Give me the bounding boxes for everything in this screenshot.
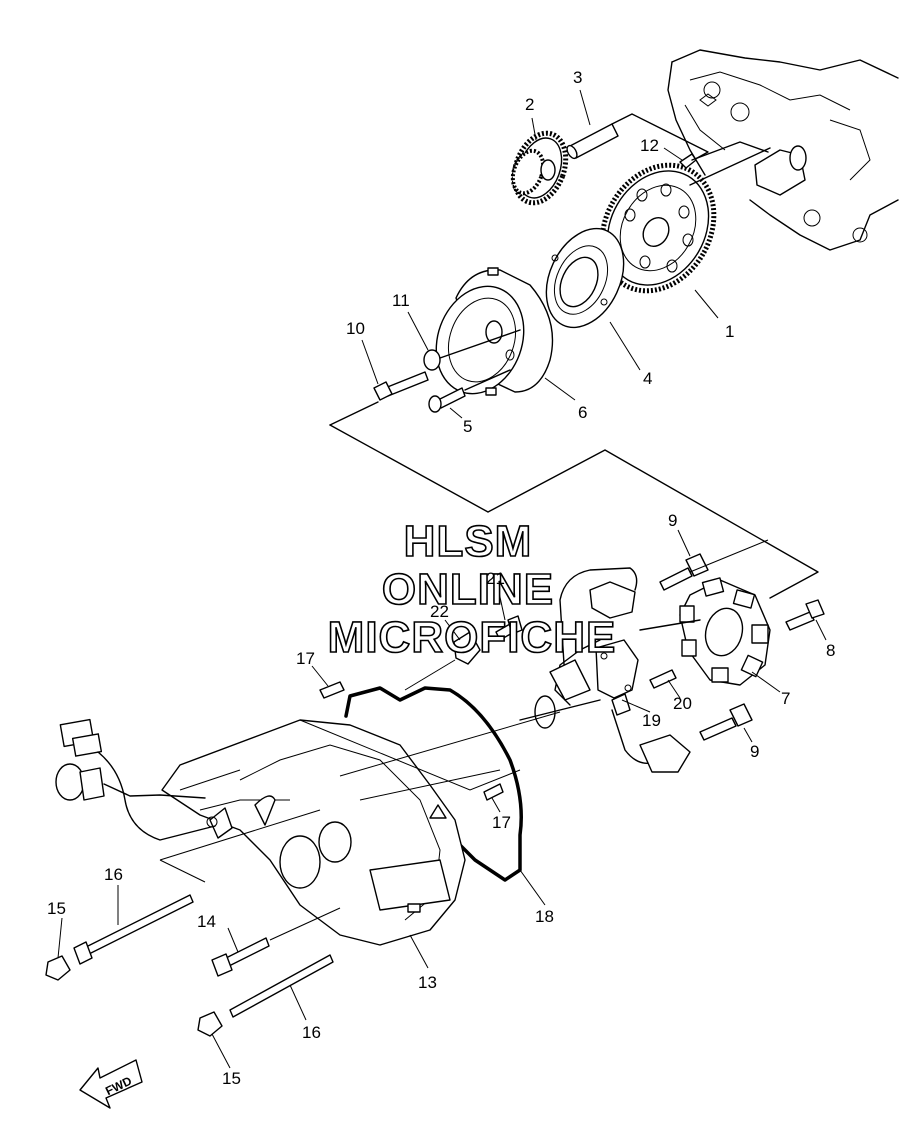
assembly-bracket-line bbox=[329, 424, 819, 599]
callout-1: 1 bbox=[725, 322, 734, 341]
wire-harness bbox=[55, 718, 321, 883]
callout-numbers: 1 2 3 4 5 6 7 8 9 9 10 11 12 13 14 15 15… bbox=[47, 68, 835, 1088]
callout-7: 7 bbox=[781, 689, 790, 708]
starter-wheel-gear bbox=[599, 162, 717, 294]
idler-shaft bbox=[566, 113, 709, 163]
one-way-clutch bbox=[545, 227, 625, 329]
crankcase-section bbox=[667, 49, 899, 251]
stator-coil bbox=[679, 577, 771, 686]
callout-18: 18 bbox=[535, 907, 554, 926]
callout-15-bottom: 15 bbox=[222, 1069, 241, 1088]
stator-bolts bbox=[649, 539, 825, 741]
callout-14: 14 bbox=[197, 912, 216, 931]
callout-15-top: 15 bbox=[47, 899, 66, 918]
watermark-line-3: MICROFICHE bbox=[328, 613, 617, 662]
watermark: HLSM ONLINE MICROFICHE bbox=[327, 516, 617, 663]
callout-17-left: 17 bbox=[296, 649, 315, 668]
callout-16-top: 16 bbox=[104, 865, 123, 884]
assembly-bracket-line bbox=[329, 401, 379, 426]
callout-20: 20 bbox=[673, 694, 692, 713]
callout-8: 8 bbox=[826, 641, 835, 660]
callout-12: 12 bbox=[640, 136, 659, 155]
callout-13: 13 bbox=[418, 973, 437, 992]
cover-bolt bbox=[211, 907, 341, 977]
leader-lines bbox=[57, 89, 827, 1069]
woodruff-key bbox=[679, 141, 771, 186]
callout-9-bottom: 9 bbox=[750, 742, 759, 761]
generator-cover bbox=[161, 711, 561, 946]
callout-4: 4 bbox=[643, 369, 652, 388]
callout-3: 3 bbox=[573, 68, 582, 87]
callout-16-bottom: 16 bbox=[302, 1023, 321, 1042]
callout-9-top: 9 bbox=[668, 511, 677, 530]
callout-17-right: 17 bbox=[492, 813, 511, 832]
forward-direction-arrow: FWD bbox=[79, 1059, 143, 1109]
callout-10: 10 bbox=[346, 319, 365, 338]
watermark-line-2: ONLINE bbox=[382, 565, 554, 614]
rotor-bolt-set bbox=[373, 329, 521, 413]
flywheel-rotor bbox=[435, 267, 554, 396]
cover-gasket bbox=[344, 686, 523, 882]
watermark-line-1: HLSM bbox=[404, 517, 533, 566]
wire-clamp-and-bolt bbox=[404, 615, 523, 691]
callout-5: 5 bbox=[463, 417, 472, 436]
dowel-pins bbox=[319, 681, 504, 801]
callout-2: 2 bbox=[525, 95, 534, 114]
idler-gear bbox=[510, 130, 569, 206]
callout-19: 19 bbox=[642, 711, 661, 730]
callout-6: 6 bbox=[578, 403, 587, 422]
callout-21: 21 bbox=[486, 569, 505, 588]
pickup-coil-and-wiring bbox=[519, 567, 701, 773]
callout-22: 22 bbox=[430, 602, 449, 621]
cover-long-bolts bbox=[45, 894, 334, 1037]
callout-11: 11 bbox=[392, 291, 410, 310]
